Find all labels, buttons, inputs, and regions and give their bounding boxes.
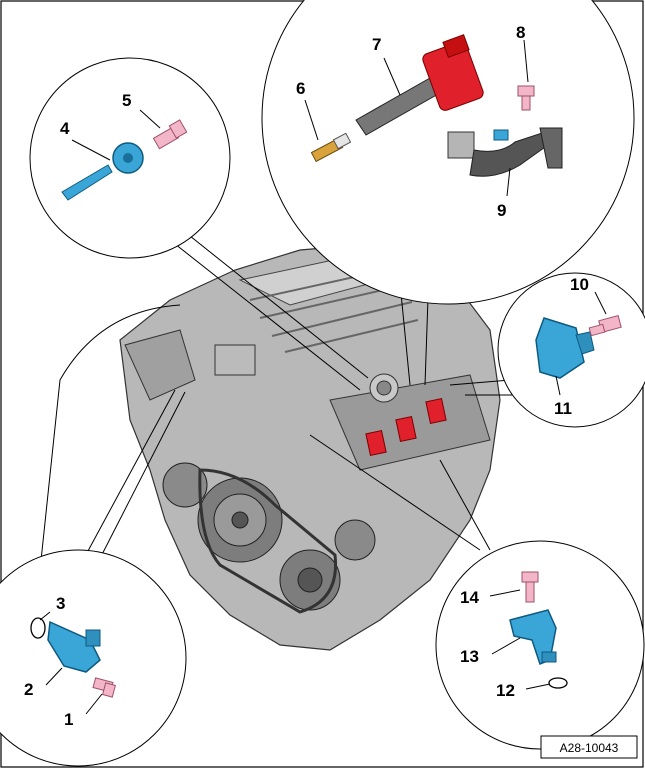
callout-14: 14 <box>460 588 479 607</box>
camshaft-sensor-13 <box>509 609 557 665</box>
sensor-harness-9 <box>447 127 563 177</box>
callout-labels: 1 2 3 4 5 6 7 8 9 10 11 12 13 14 <box>24 23 589 729</box>
callout-5: 5 <box>122 91 131 110</box>
callout-6: 6 <box>296 79 305 98</box>
callout-1: 1 <box>64 710 73 729</box>
ignition-coil <box>355 34 484 136</box>
callout-9: 9 <box>497 201 506 220</box>
callout-11: 11 <box>554 399 572 418</box>
sensor-bolt-8 <box>517 85 535 111</box>
engine-block <box>119 244 501 651</box>
crankshaft-sensor-2 <box>47 620 101 673</box>
callout-13: 13 <box>460 647 479 666</box>
callout-10: 10 <box>570 275 589 294</box>
knock-sensor <box>61 142 144 201</box>
callout-2: 2 <box>24 680 33 699</box>
callout-3: 3 <box>56 594 65 613</box>
sensor-bolt-1 <box>92 677 116 698</box>
sensor-bolt-14 <box>521 571 539 603</box>
callout-8: 8 <box>516 23 525 42</box>
sensor-bolt-10 <box>588 315 622 337</box>
engine-ignition-coils <box>365 397 447 457</box>
camshaft-sensor-11 <box>535 317 595 379</box>
callout-4: 4 <box>60 119 70 138</box>
callout-12: 12 <box>496 681 515 700</box>
callout-7: 7 <box>372 35 381 54</box>
o-ring-3 <box>30 617 46 639</box>
reference-code: A28-10043 <box>560 741 619 755</box>
spark-plug <box>310 132 352 163</box>
reference-box: A28-10043 <box>540 735 638 759</box>
o-ring-12 <box>548 677 568 689</box>
knock-sensor-bolt <box>152 119 188 150</box>
leader-lines <box>39 231 515 579</box>
callout-leaders <box>39 39 607 715</box>
